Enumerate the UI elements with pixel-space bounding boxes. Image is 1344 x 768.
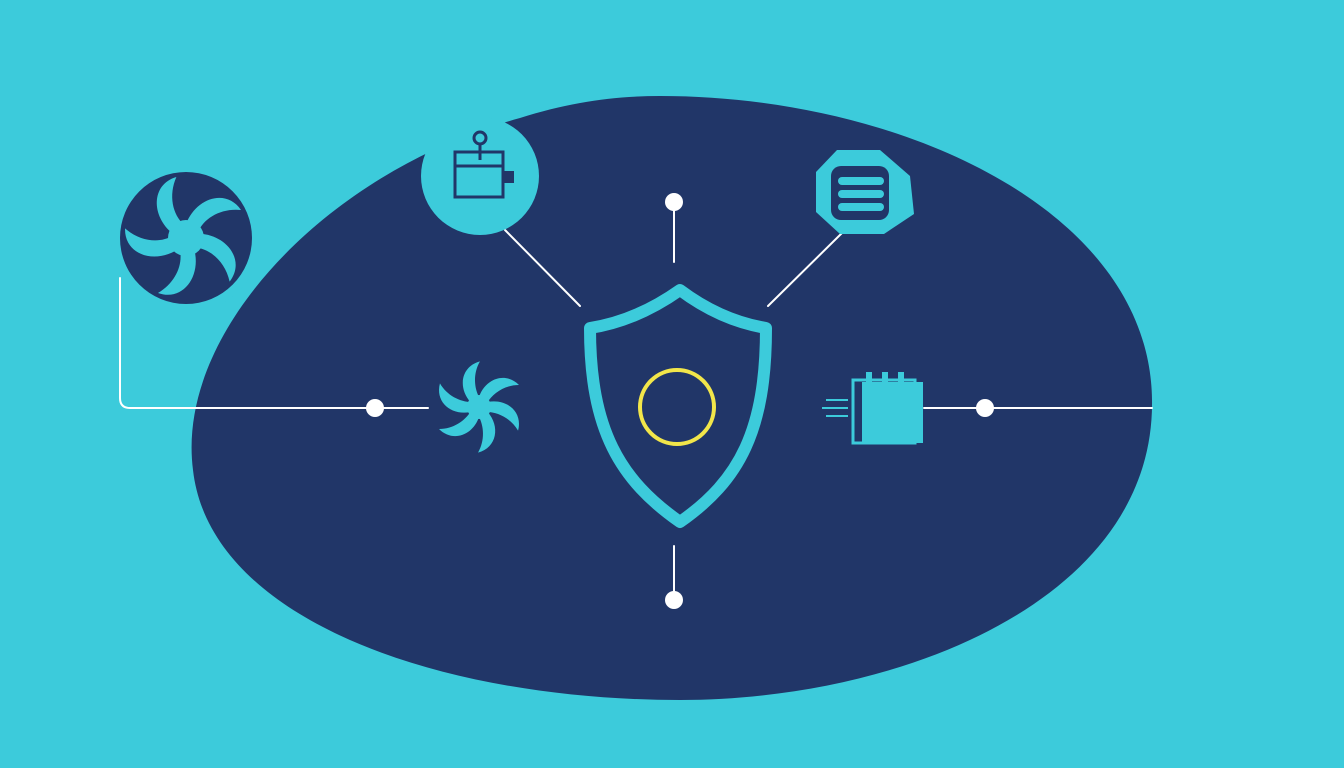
connector-appliance bbox=[504, 229, 581, 307]
connection-dots bbox=[366, 193, 994, 609]
circle-indicator bbox=[638, 368, 716, 446]
shield-icon bbox=[584, 284, 772, 528]
connector-database bbox=[767, 231, 844, 307]
chip-icon bbox=[822, 372, 923, 445]
appliance-node[interactable] bbox=[421, 117, 539, 235]
fan-icon bbox=[120, 172, 252, 304]
fan-icon bbox=[439, 361, 519, 453]
fan-small-node[interactable] bbox=[434, 358, 524, 456]
database-node[interactable] bbox=[816, 150, 914, 234]
appliance-icon bbox=[453, 130, 514, 199]
shield-node[interactable] bbox=[584, 284, 772, 528]
database-icon bbox=[831, 166, 889, 220]
connection-point-bottom[interactable] bbox=[665, 591, 683, 609]
connection-point-left[interactable] bbox=[366, 399, 384, 417]
connectors bbox=[119, 201, 1153, 601]
fan-large-node[interactable] bbox=[111, 163, 261, 313]
appliance-badge bbox=[421, 117, 539, 235]
connector-fan-large bbox=[119, 277, 429, 409]
connection-point-top[interactable] bbox=[665, 193, 683, 211]
chip-node[interactable] bbox=[822, 372, 923, 445]
connection-point-right[interactable] bbox=[976, 399, 994, 417]
